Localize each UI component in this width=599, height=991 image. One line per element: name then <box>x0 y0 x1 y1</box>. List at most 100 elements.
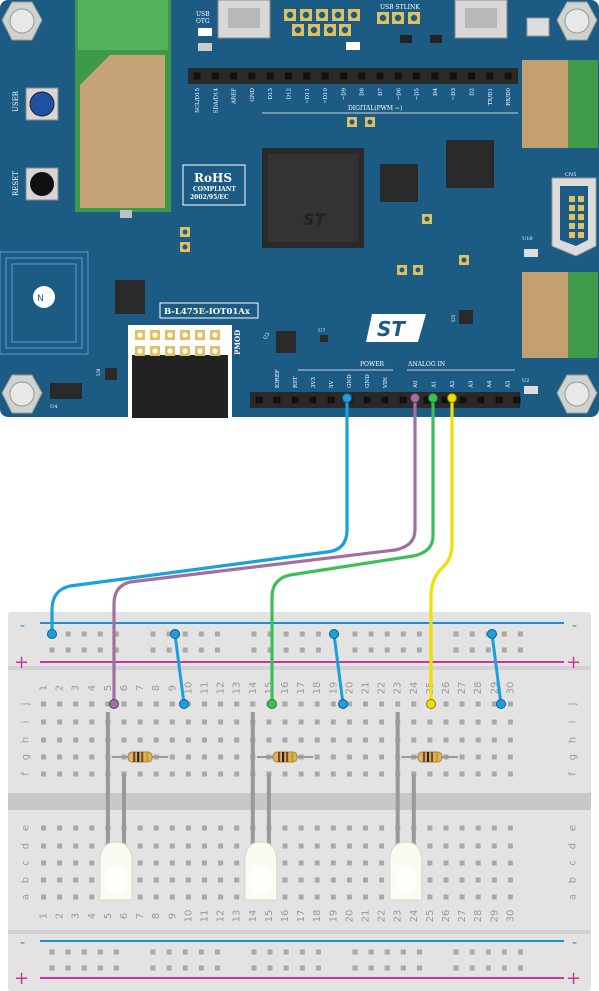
wire-a2[interactable] <box>429 398 454 704</box>
digital-pin-label: SCL/D15 <box>195 88 201 113</box>
usb-otg-label: USB <box>196 11 210 18</box>
column-number: 28 <box>473 682 484 695</box>
digital-pin[interactable] <box>358 72 366 80</box>
digital-pin[interactable] <box>266 72 274 80</box>
power-pin-label: IOREF <box>275 369 281 388</box>
digital-pin[interactable] <box>193 72 201 80</box>
resistor[interactable] <box>401 751 459 763</box>
column-number: 22 <box>377 910 388 923</box>
st-logo-chip: ST <box>303 210 327 229</box>
rail-minus-sign-bl: - <box>20 935 25 951</box>
resistor[interactable] <box>256 751 314 763</box>
header-pin[interactable] <box>381 396 389 404</box>
rohs-title: RoHS <box>194 171 232 185</box>
column-number: 7 <box>135 685 146 691</box>
led[interactable] <box>244 712 278 901</box>
header-pin[interactable] <box>423 396 431 404</box>
svg-text:U4: U4 <box>50 404 57 410</box>
digital-pin-label: ~D3 <box>451 88 457 101</box>
led[interactable] <box>99 712 133 901</box>
header-pin[interactable] <box>399 396 407 404</box>
rail-minus-sign-br: - <box>572 935 577 951</box>
digital-pin[interactable] <box>449 72 457 80</box>
reset-button[interactable] <box>25 167 59 201</box>
led[interactable] <box>389 712 423 901</box>
column-number: 4 <box>87 913 98 919</box>
header-pin[interactable] <box>327 396 335 404</box>
digital-pin[interactable] <box>303 72 311 80</box>
column-number: 23 <box>393 682 404 695</box>
column-number: 3 <box>71 685 82 691</box>
jumper-1[interactable] <box>173 633 186 705</box>
digital-pin[interactable] <box>211 72 219 80</box>
digital-pin[interactable] <box>431 72 439 80</box>
column-number: 24 <box>409 682 420 695</box>
digital-pin[interactable] <box>413 72 421 80</box>
header-pin[interactable] <box>309 396 317 404</box>
column-number: 24 <box>409 910 420 923</box>
row-letter: j <box>568 703 579 707</box>
header-pin[interactable] <box>255 396 263 404</box>
user-button[interactable] <box>25 87 59 121</box>
digital-pin-label: D4 <box>433 88 439 96</box>
power-pin-label: 5V <box>329 380 335 388</box>
wire-a1[interactable] <box>270 398 435 704</box>
column-number: 1 <box>39 913 50 919</box>
column-number: 14 <box>248 910 259 923</box>
wire-gnd[interactable] <box>50 398 349 634</box>
row-letter: c <box>21 860 32 866</box>
column-number: 20 <box>344 682 355 695</box>
digital-pin[interactable] <box>230 72 238 80</box>
digital-pin[interactable] <box>468 72 475 80</box>
header-pin[interactable] <box>273 396 281 404</box>
svg-text:U10: U10 <box>522 236 533 242</box>
column-number: 11 <box>200 910 211 923</box>
row-letter: i <box>21 721 32 724</box>
column-number: 18 <box>312 682 323 695</box>
jumper-2[interactable] <box>332 633 345 705</box>
column-number: 15 <box>264 910 275 923</box>
column-number: 17 <box>296 682 307 695</box>
header-pin[interactable] <box>495 396 503 404</box>
digital-pin[interactable] <box>248 72 256 80</box>
column-number: 7 <box>135 913 146 919</box>
header-pin[interactable] <box>441 396 449 404</box>
row-letter: h <box>21 737 32 743</box>
svg-text:OTG: OTG <box>196 18 210 25</box>
header-pin[interactable] <box>363 396 371 404</box>
column-number: 29 <box>489 682 500 695</box>
pmod-header <box>128 325 232 418</box>
mount-hole-bottom-right <box>556 374 598 414</box>
column-number: 5 <box>103 685 114 691</box>
header-pin[interactable] <box>291 396 299 404</box>
user-label: USER <box>12 90 20 112</box>
digital-pin[interactable] <box>321 72 329 80</box>
header-pin[interactable] <box>459 396 467 404</box>
rail-plus-sign-tr: + <box>566 652 581 673</box>
column-number: 22 <box>377 682 388 695</box>
digital-pin[interactable] <box>504 72 512 80</box>
digital-pin[interactable] <box>394 72 402 80</box>
analog-pin-label: A4 <box>487 380 493 389</box>
column-number: 30 <box>505 682 516 695</box>
column-number: 10 <box>183 682 194 695</box>
rohs-directive: 2002/95/EC <box>190 194 229 201</box>
column-number: 13 <box>232 682 243 695</box>
power-pin-label: VIN <box>383 377 389 389</box>
digital-pin-label: ~D5 <box>415 88 421 101</box>
analog-pin-label: A2 <box>450 381 456 389</box>
row-letter: i <box>568 721 579 724</box>
header-pin[interactable] <box>477 396 485 404</box>
digital-pin[interactable] <box>339 72 347 80</box>
jumper-3[interactable] <box>490 633 503 705</box>
board-model-label: B-L475E-IOT01Ax <box>164 307 251 317</box>
digital-pin[interactable] <box>285 72 292 80</box>
wire-a0[interactable] <box>112 398 417 704</box>
header-pin[interactable] <box>513 396 521 404</box>
usb-stlink-label: USB STLINK <box>380 4 420 11</box>
column-number: 16 <box>280 682 291 695</box>
resistor[interactable] <box>111 751 169 763</box>
digital-pin[interactable] <box>486 72 494 80</box>
rail-plus-sign-br: + <box>566 968 581 989</box>
digital-pin[interactable] <box>376 72 384 80</box>
